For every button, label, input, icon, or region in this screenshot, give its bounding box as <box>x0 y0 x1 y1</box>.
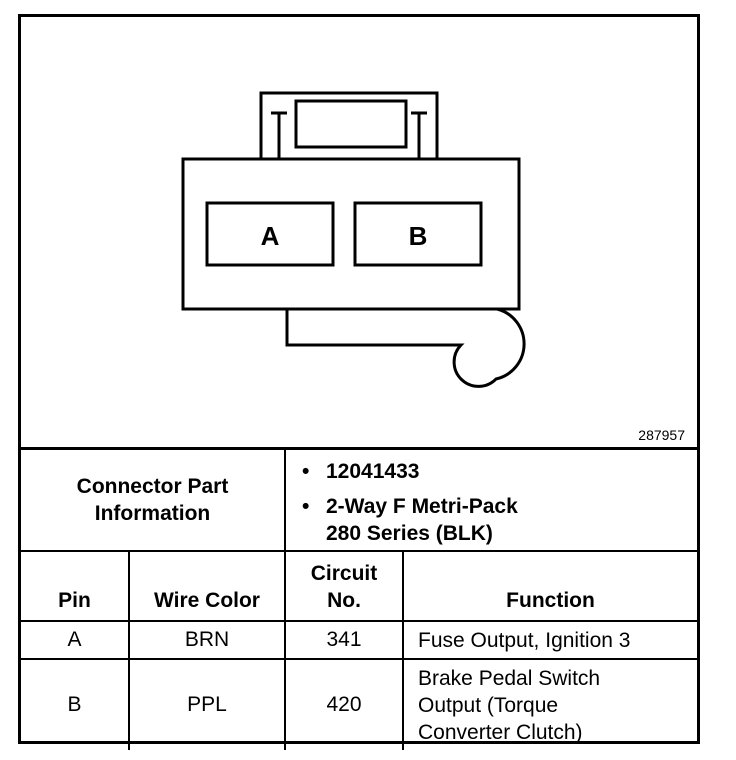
header-circuit-no: Circuit No. <box>284 550 404 622</box>
pin-cavity-b <box>353 201 483 267</box>
function-cell: Brake Pedal Switch Output (Torque Conver… <box>402 658 697 750</box>
pin-label-a: A <box>261 221 280 251</box>
header-function: Function <box>402 550 697 622</box>
pin-cavity-a <box>205 201 335 267</box>
pin-cell: B <box>21 658 130 750</box>
part-description-line2: 280 Series (BLK) <box>326 522 493 545</box>
connector-info-row: Connector Part Information •12041433 •2-… <box>21 447 697 552</box>
connector-table: Connector Part Information •12041433 •2-… <box>21 447 697 750</box>
circuit-cell: 420 <box>284 658 404 750</box>
circuit-cell: 341 <box>284 620 404 660</box>
diagram-frame: A B 287957 Connector Part Information •1… <box>18 14 700 750</box>
connector-bottom-tab <box>285 307 526 388</box>
connector-part-info-label: Connector Part Information <box>21 447 286 552</box>
wire-color-cell: PPL <box>128 658 286 750</box>
connector-part-info-values: •12041433 •2-Way F Metri-Pack 280 Series… <box>284 447 697 552</box>
header-pin: Pin <box>21 550 130 622</box>
table-row: A BRN 341 Fuse Output, Ignition 3 <box>21 620 697 660</box>
wire-color-cell: BRN <box>128 620 286 660</box>
pin-cell: A <box>21 620 130 660</box>
connector-latch <box>259 91 439 163</box>
function-cell: Fuse Output, Ignition 3 <box>402 620 697 660</box>
table-row: B PPL 420 Brake Pedal Switch Output (Tor… <box>21 658 697 750</box>
part-number: •12041433 <box>302 460 420 483</box>
part-description: •2-Way F Metri-Pack <box>302 495 518 518</box>
figure-id: 287957 <box>638 427 685 443</box>
header-row: Pin Wire Color Circuit No. Function <box>21 550 697 622</box>
pin-label-b: B <box>409 221 428 251</box>
connector-diagram: A B <box>181 91 526 388</box>
connector-body <box>181 157 521 311</box>
header-wire-color: Wire Color <box>128 550 286 622</box>
connector-latch-inner <box>294 99 408 149</box>
